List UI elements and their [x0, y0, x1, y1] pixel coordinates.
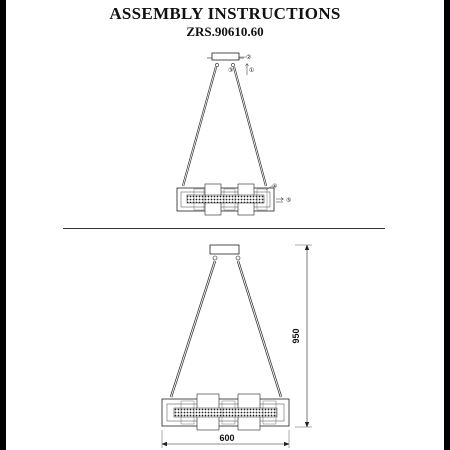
sheet-title: ASSEMBLY INSTRUCTIONS — [109, 4, 341, 23]
assembled-fixture-body — [161, 393, 290, 431]
callout-3: ③ — [228, 67, 233, 74]
model-number: ZRS.90610.60 — [186, 24, 264, 39]
assembled-view: 950 600 — [161, 244, 312, 448]
width-value: 600 — [219, 433, 234, 443]
canopy — [211, 52, 240, 61]
fixture-body — [176, 183, 275, 216]
right-border — [444, 0, 450, 450]
callout-2: ② — [246, 54, 251, 61]
callout-5: ⑤ — [286, 197, 291, 204]
height-dimension: 950 — [291, 244, 312, 428]
callout-4: ④ — [272, 183, 277, 190]
callout-1: ① — [249, 67, 254, 74]
width-dimension: 600 — [161, 430, 290, 448]
canopy-assembled — [209, 244, 240, 255]
height-value: 950 — [291, 328, 301, 343]
left-border — [0, 0, 6, 450]
section-divider — [63, 228, 385, 229]
exploded-view: ② ③ ① — [176, 52, 291, 216]
